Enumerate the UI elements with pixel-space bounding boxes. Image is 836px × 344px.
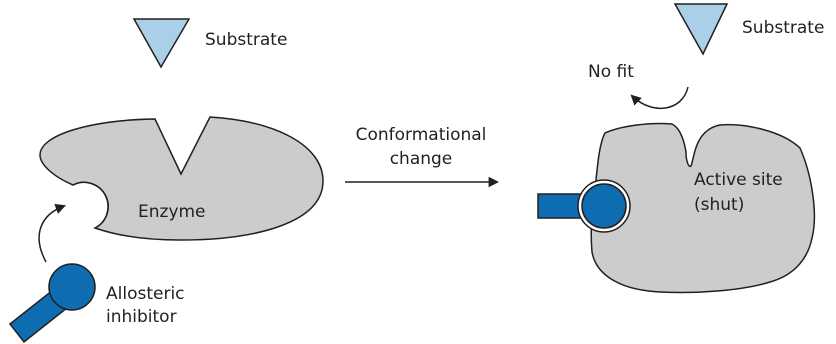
change-label-line1: Conformational: [356, 125, 487, 145]
substrate-right-icon: [673, 3, 729, 56]
allosteric-site: [72, 181, 109, 229]
active-site-label-line2: (shut): [694, 195, 744, 215]
enzyme-shut-shape: [590, 122, 816, 294]
substrate-left-label: Substrate: [205, 30, 287, 50]
allosteric-inhibitor-icon: [8, 263, 96, 344]
inhibitor-label-line1: Allosteric: [106, 284, 185, 304]
right-panel: Substrate No fit Active site (shut): [537, 3, 824, 294]
change-label-line2: change: [390, 149, 453, 169]
substrate-left-icon: [132, 18, 191, 69]
no-fit-arrow-icon: [630, 86, 689, 109]
left-panel: Substrate Enzyme Allosteric inhibitor: [8, 18, 324, 344]
active-site-label-line1: Active site: [694, 170, 783, 190]
inhibitor-label-line2: inhibitor: [106, 307, 177, 327]
conformational-change-arrow: Conformational change: [345, 125, 500, 188]
substrate-right-label: Substrate: [742, 18, 824, 38]
binding-arrow-icon: [38, 204, 66, 263]
bound-inhibitor-icon: [537, 179, 631, 233]
enzyme-label: Enzyme: [138, 202, 206, 222]
no-fit-label: No fit: [588, 62, 634, 82]
